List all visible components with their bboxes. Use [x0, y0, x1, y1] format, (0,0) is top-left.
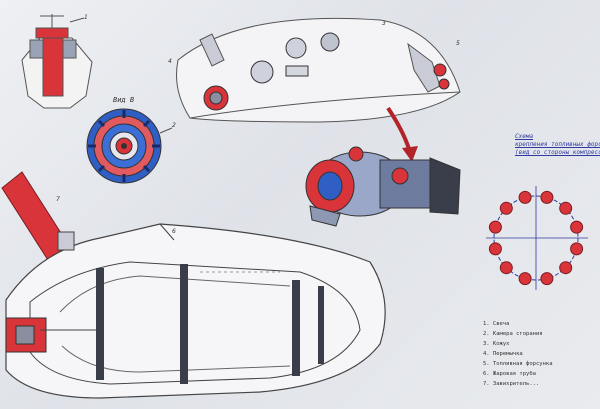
nozzle-dot	[518, 190, 532, 204]
nozzle-scheme	[486, 186, 588, 290]
nozzle-scheme-title: Схема крепления топливных форсунок (вид …	[515, 133, 600, 157]
nozzle-dot	[559, 261, 573, 275]
nozzle-dot	[540, 190, 554, 204]
engine-assembly	[305, 146, 461, 227]
callout-2: 2	[172, 122, 176, 129]
scheme-title-line-1: Схема	[515, 133, 534, 140]
legend-item-2: 2. Камера сгорания	[483, 331, 543, 337]
scheme-title-line-2: крепления топливных форсунок	[515, 141, 600, 148]
nozzle-dot	[488, 242, 502, 256]
spark-plug-section	[21, 14, 93, 109]
callout-3: 3	[382, 20, 386, 27]
legend-item-4: 4. Перемычка	[483, 351, 523, 357]
callout-1: 1	[84, 14, 88, 21]
nozzle-dot	[570, 220, 584, 234]
nozzle-dots	[488, 190, 584, 286]
callout-5: 5	[456, 40, 460, 47]
nozzle-dot	[488, 220, 502, 234]
legend-item-6: 6. Жаровая труба	[483, 371, 536, 377]
view-b-swirler-disc	[86, 108, 173, 184]
combustion-chamber-section	[5, 223, 386, 399]
casing-cutaway	[176, 17, 461, 123]
nozzle-dot	[570, 242, 584, 256]
nozzle-dot	[499, 201, 513, 215]
callout-7: 7	[56, 196, 60, 203]
legend-item-5: 5. Топливная форсунка	[483, 361, 553, 367]
legend-item-7: 7. Завихритель...	[483, 381, 540, 387]
arrow-head	[402, 146, 418, 162]
callout-6: 6	[172, 228, 176, 235]
nozzle-dot	[499, 261, 513, 275]
view-b-label: Вид В	[113, 96, 135, 104]
nozzle-dot	[518, 272, 532, 286]
legend-item-1: 1. Свеча	[483, 321, 510, 327]
callout-4: 4	[168, 58, 172, 65]
scheme-title-line-3: (вид со стороны компрессора)	[515, 149, 600, 156]
legend: 1. Свеча 2. Камера сгорания 3. Кожух 4. …	[483, 319, 553, 389]
nozzle-dot	[540, 272, 554, 286]
nozzle-dot	[559, 201, 573, 215]
legend-item-3: 3. Кожух	[483, 341, 510, 347]
